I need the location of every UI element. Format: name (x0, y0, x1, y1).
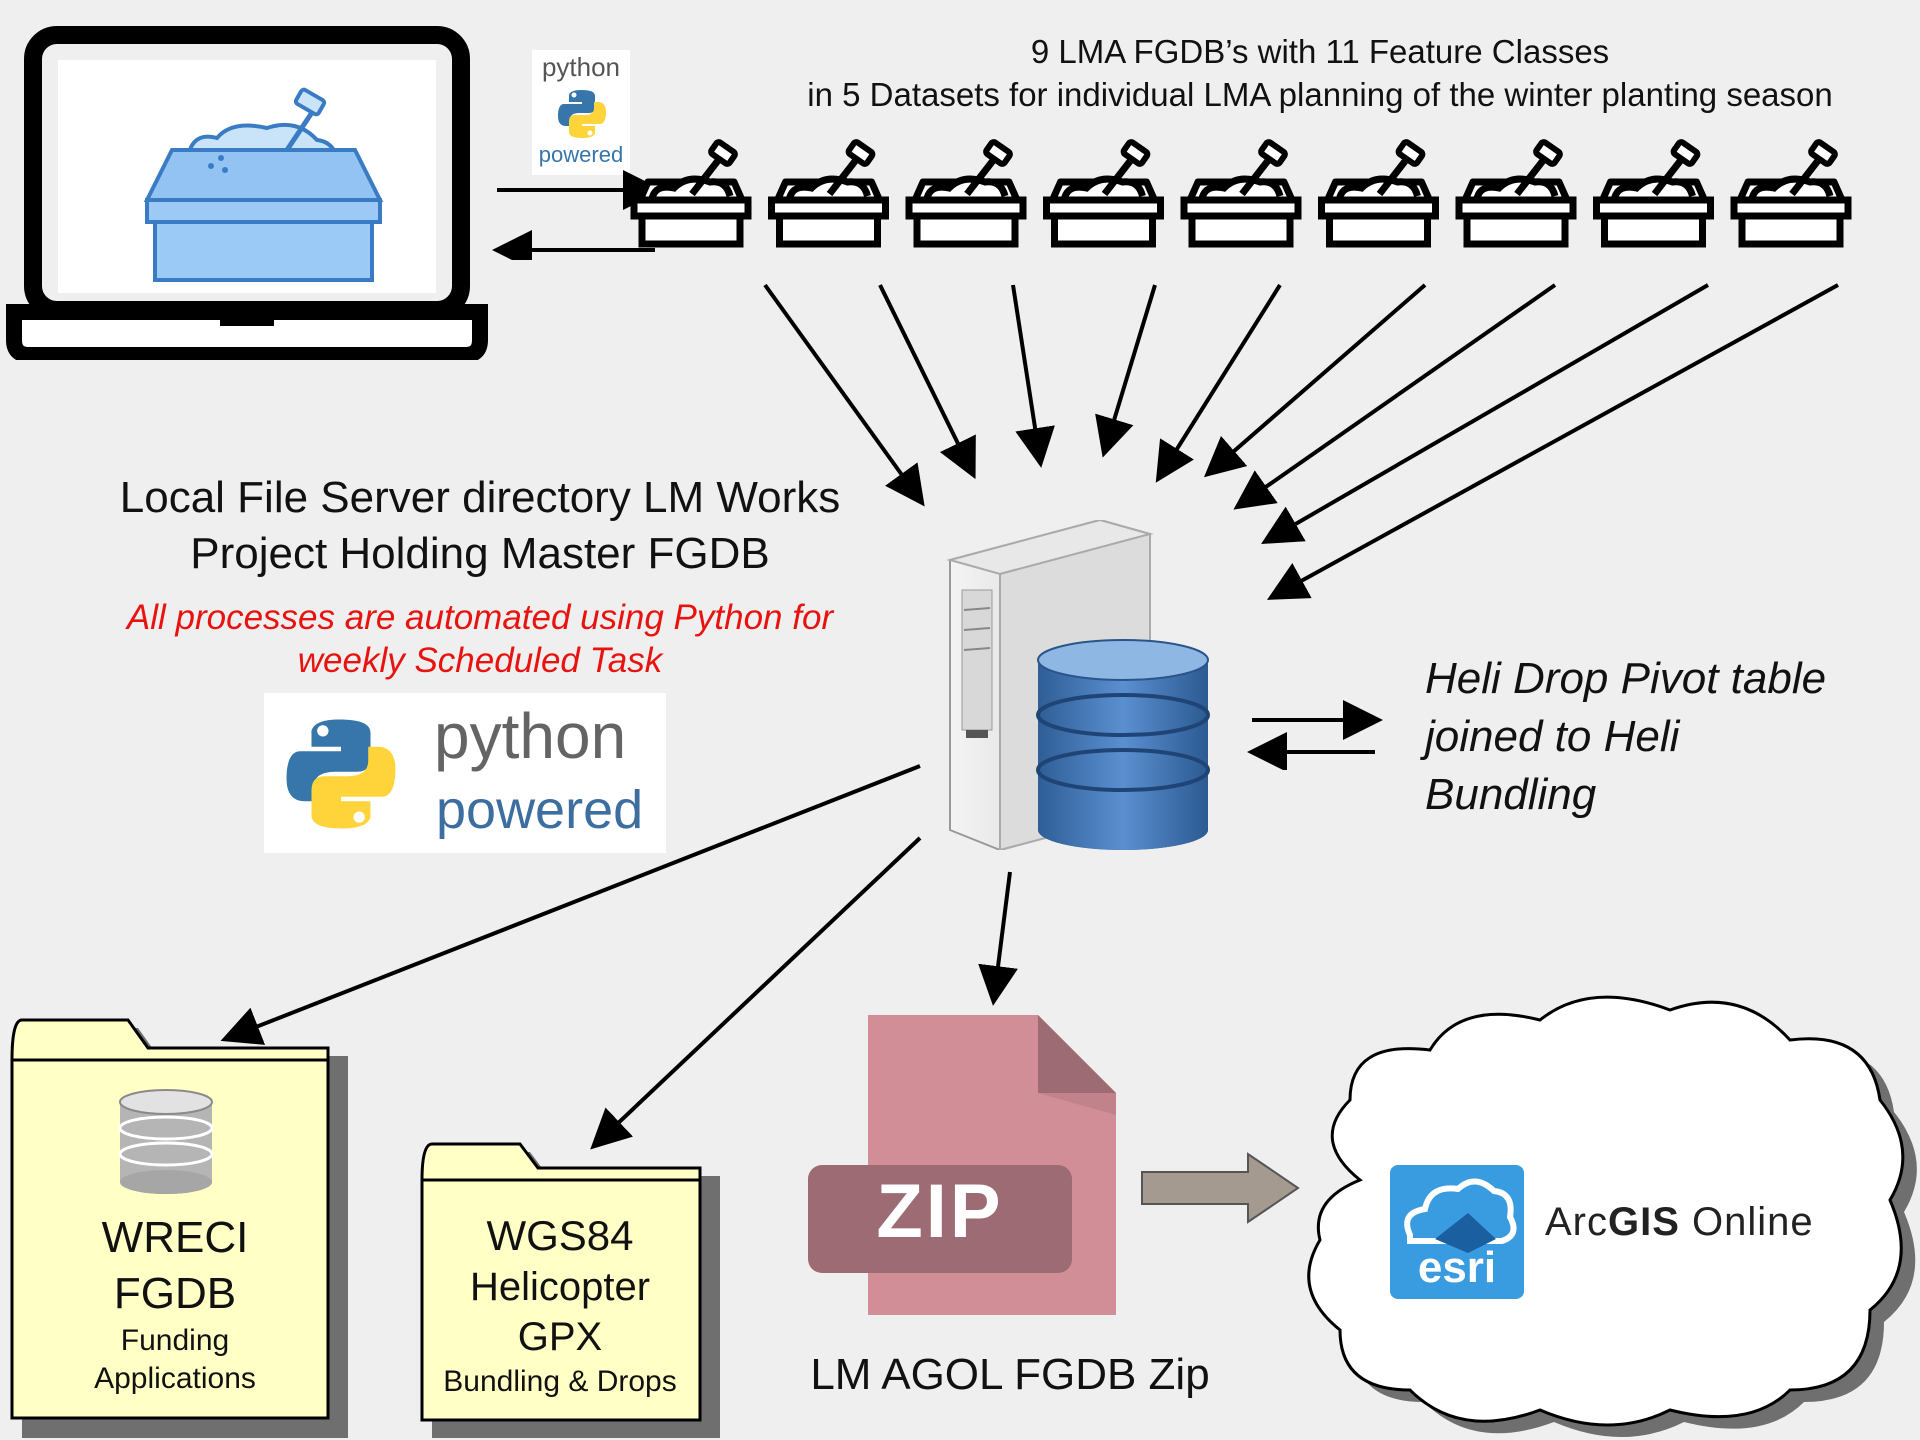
heli-note-line-1: Heli Drop Pivot table (1425, 654, 1827, 703)
python-powered-badge-large: python powered (264, 693, 666, 853)
python-wordmark: python (434, 700, 627, 772)
caption-line-1: 9 LMA FGDB’s with 11 Feature Classes (1030, 33, 1610, 70)
arcgis-prefix: Arc (1545, 1200, 1608, 1244)
server-title-line-2: Project Holding Master FGDB (190, 529, 770, 578)
caption-line-2: in 5 Datasets for individual LMA plannin… (807, 76, 1833, 113)
database-icon (118, 1089, 214, 1194)
arrow-to-server (1011, 284, 1055, 468)
arrow-to-server (763, 283, 925, 507)
lma-fgdb-caption: 9 LMA FGDB’s with 11 Feature Classes in … (720, 30, 1920, 116)
arcgis-online-label: ArcGIS Online (1545, 1200, 1814, 1245)
wreci-folder-label: WRECI FGDB Funding Applications (10, 1210, 340, 1398)
esri-wordmark: esri (1417, 1243, 1497, 1292)
wreci-sub-2: Applications (94, 1362, 256, 1395)
arrow-to-server (1203, 283, 1427, 478)
arrow-to-server (1155, 283, 1282, 483)
python-logo-icon (286, 719, 396, 829)
upload-arrow (1141, 1152, 1300, 1224)
wgs84-line-3: GPX (517, 1315, 603, 1359)
powered-text: powered (538, 142, 624, 167)
exchange-arrows (492, 170, 663, 260)
lma-sandbox-row (0, 0, 1920, 600)
heli-drop-note: Heli Drop Pivot table joined to Heli Bun… (1425, 650, 1895, 824)
heli-note-line-2: joined to Heli (1425, 712, 1680, 761)
file-server-icon (946, 520, 1210, 850)
zip-file-icon (808, 1015, 1116, 1315)
server-title: Local File Server directory LM Works Pro… (40, 470, 920, 582)
heli-exchange-arrows (1247, 700, 1383, 770)
powered-text: powered (436, 780, 644, 840)
python-wordmark: python (541, 52, 621, 82)
wgs84-line-2: Helicopter (469, 1265, 651, 1309)
wgs84-folder-icon (420, 1142, 720, 1438)
database-icon (1036, 639, 1210, 850)
automation-line-1: All processes are automated using Python… (126, 598, 834, 637)
arcgis-suffix: Online (1679, 1200, 1814, 1244)
heli-note-line-3: Bundling (1425, 770, 1597, 819)
wreci-sub-1: Funding (120, 1324, 230, 1357)
arrow-to-server (1095, 284, 1157, 458)
arrow-to-wgs84 (590, 836, 922, 1150)
esri-logo-icon: esri (1390, 1165, 1524, 1299)
wreci-folder-icon (10, 1018, 348, 1438)
arcgis-bold: GIS (1608, 1200, 1680, 1244)
python-powered-badge-small: python powered (532, 50, 630, 175)
python-logo-icon (558, 90, 606, 138)
laptop-icon (6, 26, 488, 360)
arrow-to-server (1266, 283, 1839, 600)
arrow-to-zip (978, 871, 1018, 1006)
zip-caption: LM AGOL FGDB Zip (810, 1350, 1210, 1399)
automation-note: All processes are automated using Python… (60, 596, 900, 682)
wgs84-folder-label: WGS84 Helicopter GPX Bundling & Drops (420, 1210, 700, 1402)
automation-line-2: weekly Scheduled Task (297, 641, 663, 680)
cloud-icon (1307, 995, 1917, 1437)
sandbox-icon (143, 87, 384, 282)
arrow-to-server (1261, 283, 1710, 545)
wgs84-line-1: WGS84 (486, 1212, 634, 1259)
server-title-line-1: Local File Server directory LM Works (119, 473, 841, 522)
arrow-to-server (878, 284, 976, 480)
wgs84-sub: Bundling & Drops (443, 1365, 677, 1398)
arrow-to-server (1233, 283, 1557, 510)
wreci-line-1: WRECI (101, 1213, 249, 1262)
wreci-line-2: FGDB (113, 1269, 237, 1318)
arrow-to-wreci (220, 764, 921, 1045)
zip-badge-text: ZIP (876, 1169, 1004, 1254)
